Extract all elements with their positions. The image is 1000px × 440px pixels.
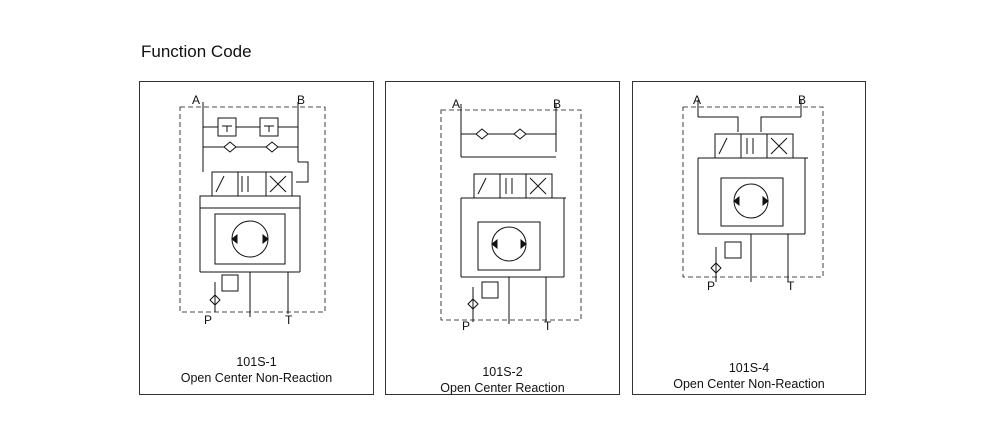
directional-valve (211, 171, 293, 197)
function-code-caption: 101S-4 Open Center Non-Reaction (633, 360, 865, 392)
function-panel-101s-2: A B P T 101S-2 Open Center Reaction (385, 81, 620, 395)
check-valve (513, 128, 527, 140)
port-p-label: P (204, 313, 212, 327)
function-panel-101s-1: A B P T 101S-1 Open Center Non-Reaction (139, 81, 374, 395)
port-t-label: T (787, 279, 795, 293)
port-p-label: P (707, 279, 715, 293)
function-code-caption: 101S-2 Open Center Reaction (386, 364, 619, 396)
port-p-label: P (462, 319, 470, 333)
housing-outline (682, 106, 824, 278)
relief-valve (481, 281, 499, 299)
steering-unit (214, 213, 286, 265)
port-t-label: T (285, 313, 293, 327)
check-valve (475, 128, 489, 140)
check-valve (265, 141, 279, 153)
port-b-label: B (798, 93, 806, 107)
function-code: 101S-4 (728, 361, 770, 375)
housing-outline (179, 106, 326, 313)
directional-valve (473, 173, 553, 199)
function-description: Open Center Non-Reaction (180, 371, 333, 385)
port-b-label: B (553, 97, 561, 111)
port-t-label: T (544, 319, 552, 333)
housing-outline (440, 109, 582, 321)
hydraulic-schematic: A B P T (179, 93, 326, 327)
port-b-label: B (297, 93, 305, 107)
port-a-label: A (693, 93, 701, 107)
check-valve (223, 141, 237, 153)
steering-unit (720, 177, 784, 227)
function-description: Open Center Reaction (440, 381, 565, 395)
function-code: 101S-1 (236, 355, 277, 369)
relief-valve (724, 241, 742, 259)
steering-unit (477, 221, 541, 271)
function-code-caption: 101S-1 Open Center Non-Reaction (140, 354, 373, 386)
port-a-label: A (452, 97, 460, 111)
hydraulic-schematic: A B P T (682, 93, 824, 293)
page-title: Function Code (141, 42, 252, 61)
function-panel-101s-4: A B P T 101S-4 Open Center Non-Reaction (632, 81, 866, 395)
directional-valve (714, 133, 794, 159)
hydraulic-schematic: A B P T (440, 97, 582, 333)
relief-valve (221, 274, 239, 292)
function-code: 101S-2 (482, 365, 523, 379)
function-description: Open Center Non-Reaction (673, 377, 825, 391)
port-a-label: A (192, 93, 200, 107)
